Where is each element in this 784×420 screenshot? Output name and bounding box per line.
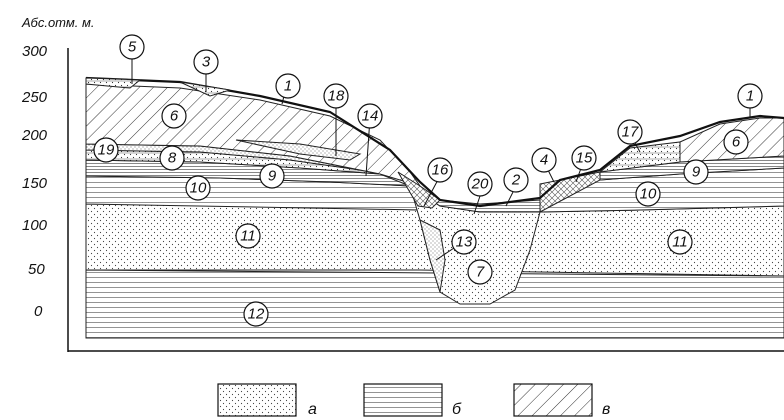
legend-label: б bbox=[452, 401, 462, 418]
svg-text:16: 16 bbox=[432, 162, 449, 179]
svg-text:11: 11 bbox=[240, 228, 256, 245]
label-5: 5 bbox=[119, 34, 145, 60]
svg-text:10: 10 bbox=[640, 186, 657, 203]
svg-text:1: 1 bbox=[284, 78, 292, 95]
svg-text:18: 18 bbox=[328, 88, 345, 105]
label-1-right: 1 bbox=[737, 83, 763, 109]
svg-text:20: 20 bbox=[471, 176, 489, 193]
legend-item-c: в bbox=[513, 383, 610, 418]
svg-text:19: 19 bbox=[98, 142, 115, 159]
legend-label: а bbox=[308, 401, 317, 418]
layer-labels: 5 3 1 18 14 6 19 8 9 10 11 12 16 20 2 4 … bbox=[93, 34, 763, 327]
svg-text:2: 2 bbox=[511, 172, 521, 189]
label-6: 6 bbox=[161, 103, 187, 129]
label-3: 3 bbox=[193, 49, 219, 75]
legend-item-b: б bbox=[363, 383, 462, 418]
legend: а б в bbox=[217, 383, 610, 418]
y-tick-label: 250 bbox=[21, 89, 48, 106]
label-11: 11 bbox=[235, 223, 261, 249]
svg-text:1: 1 bbox=[746, 88, 754, 105]
label-19: 19 bbox=[93, 137, 119, 163]
svg-text:6: 6 bbox=[732, 134, 741, 151]
legend-item-a: а bbox=[217, 383, 317, 418]
y-ticks: 300 250 200 150 100 50 0 bbox=[21, 43, 48, 320]
label-13: 13 bbox=[451, 229, 477, 255]
y-tick-label: 100 bbox=[22, 217, 48, 234]
layer-16-area bbox=[397, 171, 441, 209]
svg-text:7: 7 bbox=[476, 264, 485, 281]
y-tick-label: 0 bbox=[34, 303, 43, 320]
legend-swatch-dots bbox=[217, 383, 297, 417]
label-2: 2 bbox=[503, 167, 529, 193]
layer-12-area bbox=[85, 269, 784, 339]
svg-text:6: 6 bbox=[170, 108, 179, 125]
label-12: 12 bbox=[243, 301, 269, 327]
svg-text:8: 8 bbox=[168, 150, 177, 167]
svg-text:17: 17 bbox=[622, 124, 639, 141]
svg-text:9: 9 bbox=[268, 168, 277, 185]
label-14: 14 bbox=[357, 103, 383, 129]
svg-text:3: 3 bbox=[202, 54, 211, 71]
layer-13-area bbox=[419, 219, 446, 293]
label-1: 1 bbox=[275, 73, 301, 99]
label-9: 9 bbox=[259, 163, 285, 189]
label-6-right: 6 bbox=[723, 129, 749, 155]
legend-label: в bbox=[602, 401, 610, 418]
svg-text:5: 5 bbox=[128, 39, 137, 56]
legend-swatch-hatch bbox=[513, 383, 593, 417]
layer-3-area bbox=[179, 81, 231, 97]
label-10-right: 10 bbox=[635, 181, 661, 207]
label-16: 16 bbox=[427, 157, 453, 183]
svg-text:14: 14 bbox=[362, 108, 379, 125]
svg-text:11: 11 bbox=[672, 234, 688, 251]
label-18: 18 bbox=[323, 83, 349, 109]
label-9-right: 9 bbox=[683, 159, 709, 185]
layer-18-lens bbox=[235, 139, 362, 161]
svg-text:13: 13 bbox=[456, 234, 473, 251]
y-tick-label: 150 bbox=[22, 175, 48, 192]
y-tick-label: 300 bbox=[22, 43, 48, 60]
label-10: 10 bbox=[185, 175, 211, 201]
ground-surface-line bbox=[85, 76, 784, 208]
y-tick-label: 200 bbox=[21, 127, 48, 144]
y-tick-label: 50 bbox=[28, 261, 45, 278]
svg-text:9: 9 bbox=[692, 164, 701, 181]
label-17: 17 bbox=[617, 119, 643, 145]
svg-text:4: 4 bbox=[540, 152, 548, 169]
svg-text:12: 12 bbox=[248, 306, 265, 323]
axis-title: Абс.отм. м. bbox=[21, 15, 95, 30]
svg-text:15: 15 bbox=[576, 150, 593, 167]
layer-5-area bbox=[85, 77, 142, 89]
legend-swatch-lines bbox=[363, 383, 443, 417]
label-15: 15 bbox=[571, 145, 597, 171]
svg-text:10: 10 bbox=[190, 180, 207, 197]
label-11-right: 11 bbox=[667, 229, 693, 255]
label-20: 20 bbox=[467, 171, 493, 197]
layer-17-area bbox=[598, 141, 681, 173]
label-7: 7 bbox=[467, 259, 493, 285]
label-8: 8 bbox=[159, 145, 185, 171]
label-4: 4 bbox=[531, 147, 557, 173]
